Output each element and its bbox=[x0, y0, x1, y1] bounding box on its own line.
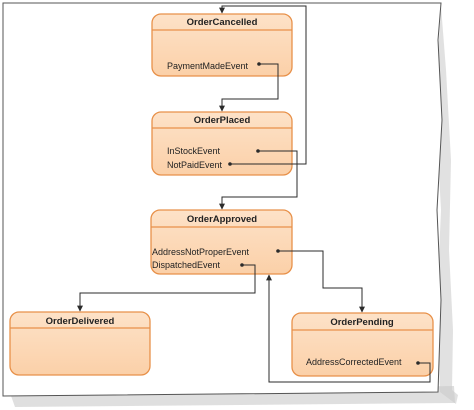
event-label-not-paid: NotPaidEvent bbox=[167, 160, 223, 170]
state-title-order-delivered: OrderDelivered bbox=[46, 316, 115, 327]
state-title-order-approved: OrderApproved bbox=[187, 214, 257, 225]
event-label-payment-made: PaymentMadeEvent bbox=[167, 61, 249, 71]
transition-in-stock bbox=[219, 149, 298, 210]
state-order-cancelled[interactable]: OrderCancelled PaymentMadeEvent bbox=[151, 13, 293, 77]
event-label-address-corrected: AddressCorrectedEvent bbox=[306, 357, 402, 367]
state-title-order-cancelled: OrderCancelled bbox=[187, 17, 258, 28]
event-label-address-not-proper: AddressNotProperEvent bbox=[152, 247, 250, 257]
state-order-placed[interactable]: OrderPlaced InStockEvent NotPaidEvent bbox=[151, 111, 293, 176]
transition-not-paid bbox=[219, 5, 307, 166]
transition-address-not-proper bbox=[276, 249, 365, 313]
state-title-order-placed: OrderPlaced bbox=[194, 115, 251, 126]
transition-dispatched bbox=[77, 263, 256, 312]
state-order-approved[interactable]: OrderApproved AddressNotProperEvent Disp… bbox=[150, 209, 293, 275]
event-label-in-stock: InStockEvent bbox=[167, 146, 221, 156]
transition-payment-made bbox=[219, 62, 279, 112]
state-order-delivered[interactable]: OrderDelivered bbox=[9, 311, 151, 376]
transition-address-corrected bbox=[266, 274, 431, 383]
state-order-pending[interactable]: OrderPending AddressCorrectedEvent bbox=[291, 312, 434, 377]
state-title-order-pending: OrderPending bbox=[330, 317, 394, 328]
event-label-dispatched: DispatchedEvent bbox=[152, 260, 221, 270]
